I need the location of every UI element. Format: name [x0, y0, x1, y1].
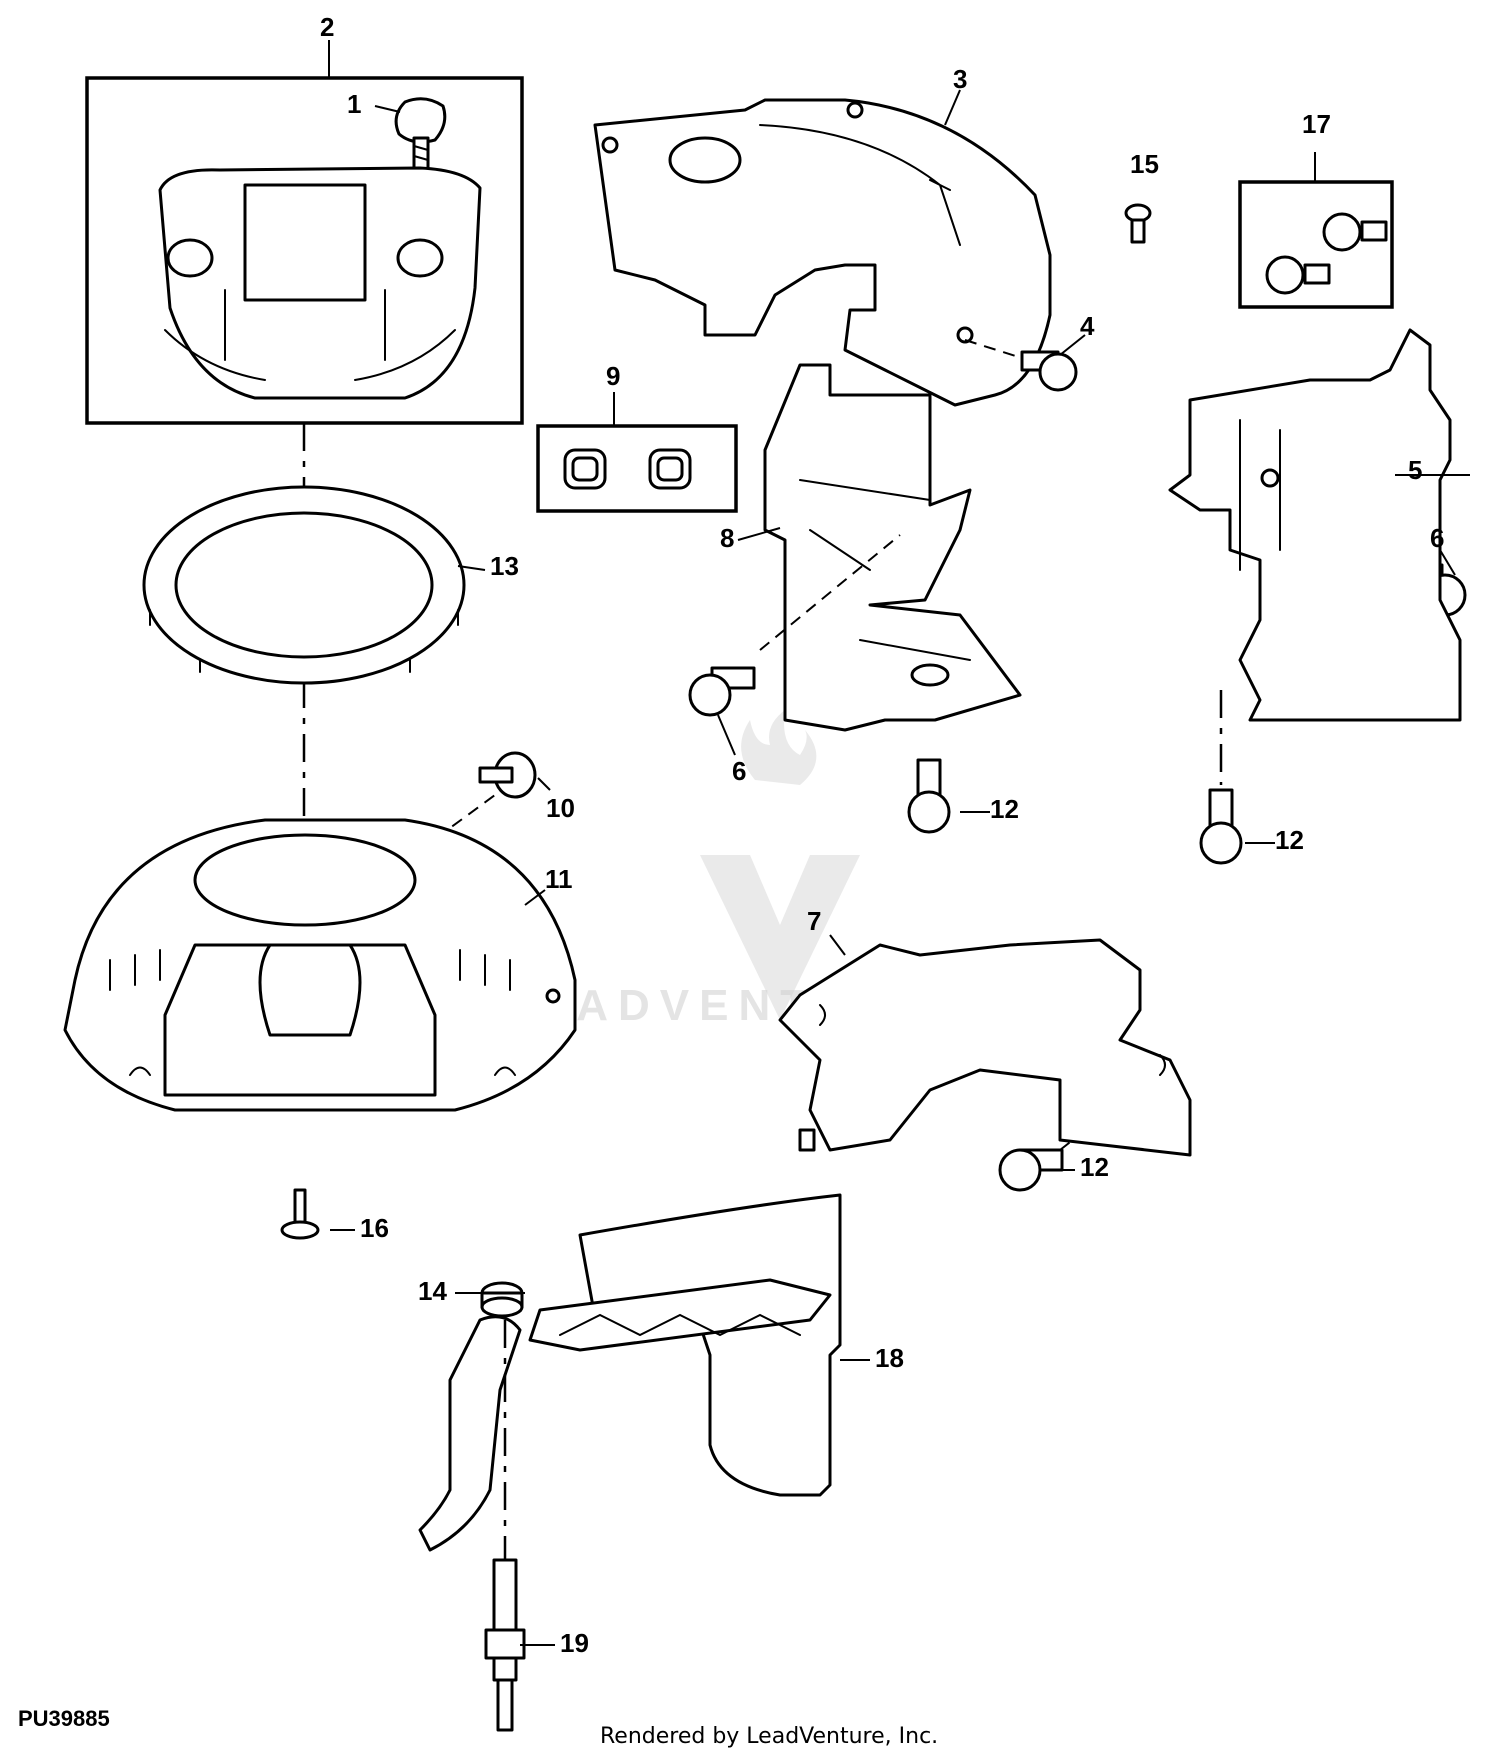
part-16-stud [280, 1188, 320, 1240]
callout-14: 14 [418, 1276, 447, 1306]
part-8-shield [759, 363, 1022, 732]
callout-18: 18 [875, 1343, 904, 1373]
callout-12-right: 12 [1275, 825, 1304, 855]
callout-8: 8 [720, 523, 734, 553]
callout-10: 10 [546, 793, 575, 823]
part-4-screw [964, 339, 1078, 392]
part-5-shield [1168, 328, 1462, 785]
part-15-screw [1124, 203, 1152, 244]
callout-3: 3 [953, 64, 967, 94]
callout-17: 17 [1302, 109, 1331, 139]
callout-7: 7 [807, 906, 821, 936]
part-3-baffle [593, 98, 1052, 407]
air-cleaner-cover [158, 166, 482, 400]
part-9-box [536, 424, 738, 513]
part-12-screw-center [907, 758, 951, 834]
part-1-knob-screw [394, 97, 447, 172]
part-19-pin [484, 1558, 526, 1732]
part-18-deflector [418, 1193, 842, 1560]
callout-16: 16 [360, 1213, 389, 1243]
callout-2: 2 [320, 12, 334, 42]
callout-12-center: 12 [990, 794, 1019, 824]
callout-13: 13 [490, 551, 519, 581]
callout-19: 19 [560, 1628, 589, 1658]
callout-4: 4 [1080, 311, 1095, 341]
part-9-grommets [563, 448, 692, 490]
part-12-screw-right [1199, 788, 1243, 865]
callout-11: 11 [545, 864, 573, 894]
part-13-seal-ring [142, 485, 466, 685]
callout-6-left: 6 [732, 756, 746, 786]
callout-15: 15 [1130, 149, 1159, 179]
part-17-clips [1265, 212, 1388, 295]
leader-lines [328, 40, 1470, 1646]
figure-code: PU39885 [18, 1706, 110, 1731]
render-credit: Rendered by LeadVenture, Inc. [600, 1724, 938, 1749]
part-6-screw-left [688, 666, 756, 717]
callout-1: 1 [347, 89, 361, 119]
callout-12-lower: 12 [1080, 1152, 1109, 1182]
part-14-nut [480, 1281, 524, 1318]
callout-5: 5 [1408, 455, 1422, 485]
callout-9: 9 [606, 361, 620, 391]
part-7-shield [778, 938, 1192, 1157]
part-17-box [1238, 180, 1394, 309]
part-10-screw [419, 751, 537, 851]
part-11-blower-housing [63, 818, 577, 1112]
callout-6-right: 6 [1430, 523, 1444, 553]
